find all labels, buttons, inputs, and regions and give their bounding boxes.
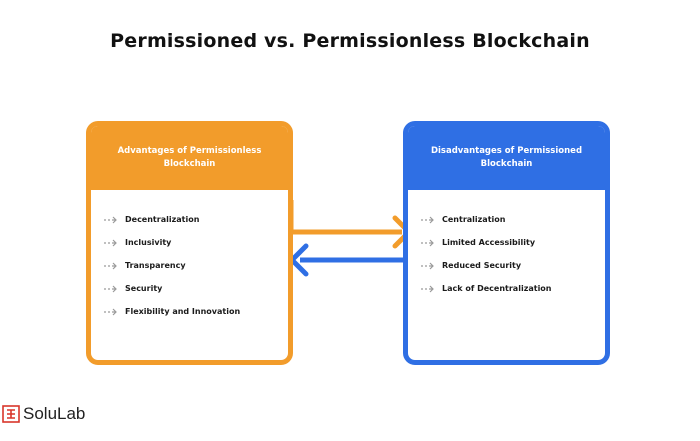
list-item-label: Security [125,284,163,293]
arrow-right-icon [421,216,434,223]
arrow-right-icon [421,239,434,246]
arrow-right-icon [104,308,117,315]
list-item: Centralization [420,208,605,231]
diagram-title: Permissioned vs. Permissionless Blockcha… [110,30,590,52]
orange-connector-arrow [288,200,402,235]
logo-text: SoluLab [23,404,86,423]
advantages-header: Advantages of Permissionless Blockchain [91,126,288,190]
advantages-list: Decentralization Inclusivity Transparenc… [91,190,288,323]
list-item-label: Inclusivity [125,238,172,247]
list-item: Security [103,277,288,300]
disadvantages-header: Disadvantages of Permissioned Blockchain [408,126,605,190]
disadvantages-list: Centralization Limited Accessibility Red… [408,190,605,300]
list-item: Transparency [103,254,288,277]
list-item-label: Flexibility and Innovation [125,307,241,316]
list-item-label: Reduced Security [442,261,522,270]
list-item-label: Lack of Decentralization [442,284,552,293]
solulab-logo-icon [2,405,20,423]
list-item: Flexibility and Innovation [103,300,288,323]
arrow-right-icon [104,285,117,292]
arrow-right-icon [104,216,117,223]
disadvantages-card: Disadvantages of Permissioned Blockchain… [403,121,610,365]
solulab-logo: SoluLab [2,404,85,424]
list-item: Limited Accessibility [420,231,605,254]
list-item: Lack of Decentralization [420,277,605,300]
advantages-card: Advantages of Permissionless Blockchain … [86,121,293,365]
list-item-label: Decentralization [125,215,200,224]
arrow-right-icon [421,285,434,292]
list-item: Inclusivity [103,231,288,254]
list-item-label: Centralization [442,215,506,224]
list-item-label: Limited Accessibility [442,238,536,247]
list-item: Decentralization [103,208,288,231]
arrow-right-icon [104,262,117,269]
list-item: Reduced Security [420,254,605,277]
list-item-label: Transparency [125,261,186,270]
arrow-right-icon [421,262,434,269]
arrow-right-icon [104,239,117,246]
